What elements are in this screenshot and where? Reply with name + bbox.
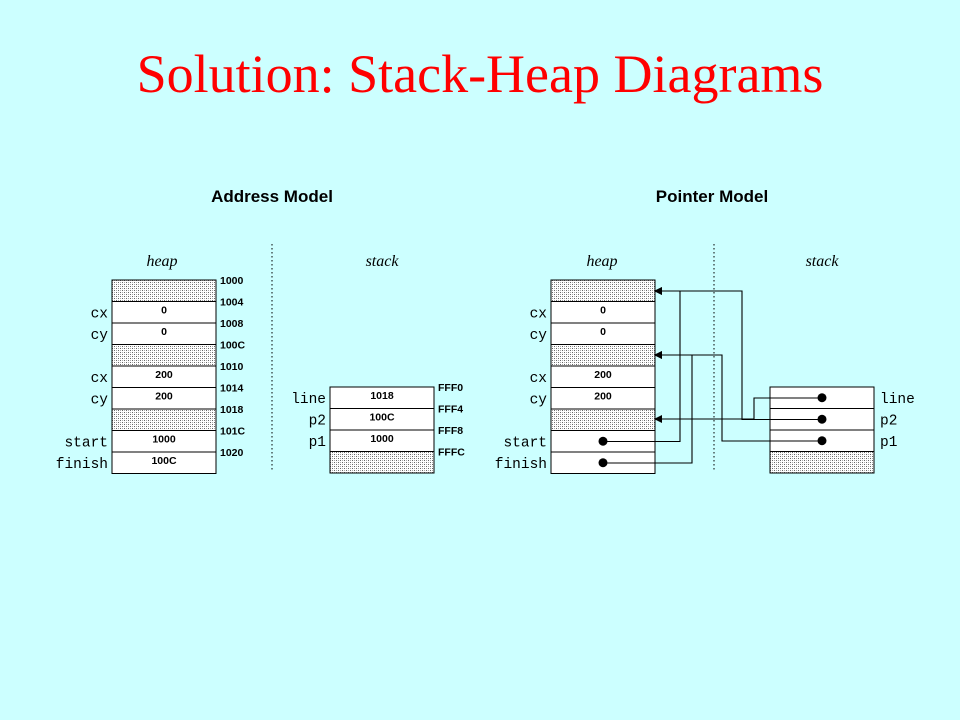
cell-value: 0 bbox=[600, 326, 606, 338]
cell-value: 200 bbox=[594, 390, 612, 402]
cell-value: 1000 bbox=[152, 433, 176, 445]
unused-cell bbox=[111, 344, 217, 367]
address-label: 101C bbox=[220, 426, 246, 438]
address-label: FFF4 bbox=[438, 404, 463, 416]
unused-cell bbox=[329, 451, 435, 474]
variable-name: p1 bbox=[880, 435, 897, 451]
address-label: FFFC bbox=[438, 447, 465, 459]
pointer-stack: line p2 p1 bbox=[769, 386, 915, 474]
variable-name: cx bbox=[530, 371, 548, 387]
address-label: 1018 bbox=[220, 404, 244, 416]
cell-value: 1000 bbox=[370, 433, 394, 445]
cell-value: 0 bbox=[161, 304, 167, 316]
pointer-arrow bbox=[654, 351, 822, 442]
unused-cell bbox=[550, 344, 656, 367]
pointer-model-heading: Pointer Model bbox=[656, 187, 768, 206]
pointer-heap-label: heap bbox=[586, 253, 617, 270]
variable-name: cx bbox=[91, 306, 109, 322]
address-label: 1014 bbox=[220, 383, 244, 395]
cell-value: 200 bbox=[155, 369, 173, 381]
variable-name: cy bbox=[91, 392, 109, 408]
address-model-heading: Address Model bbox=[211, 187, 333, 206]
pointer-heap: cx 0 cy 0 cx 200 cy 200 start finish bbox=[495, 279, 656, 474]
unused-cell bbox=[769, 451, 875, 474]
variable-name: p1 bbox=[309, 435, 326, 451]
address-stack-label: stack bbox=[366, 253, 400, 270]
unused-cell bbox=[111, 408, 217, 431]
address-label: 100C bbox=[220, 340, 246, 352]
pointer-stack-label: stack bbox=[806, 253, 840, 270]
variable-name: p2 bbox=[880, 413, 897, 429]
cell-value: 0 bbox=[600, 304, 606, 316]
variable-name: p2 bbox=[309, 413, 326, 429]
cell-value: 200 bbox=[594, 369, 612, 381]
unused-cell bbox=[550, 408, 656, 431]
memory-cell bbox=[111, 451, 217, 474]
address-label: 1008 bbox=[220, 318, 244, 330]
address-label: FFF0 bbox=[438, 382, 463, 394]
address-heap-label: heap bbox=[146, 253, 177, 270]
unused-cell bbox=[111, 279, 217, 302]
variable-name: cy bbox=[530, 328, 548, 344]
address-label: 1000 bbox=[220, 275, 244, 287]
address-label: 1004 bbox=[220, 297, 244, 309]
slide-title: Solution: Stack-Heap Diagrams bbox=[136, 44, 824, 104]
cell-value: 0 bbox=[161, 326, 167, 338]
pointer-arrow bbox=[654, 287, 822, 421]
variable-name: cx bbox=[91, 371, 109, 387]
variable-name: line bbox=[880, 392, 915, 408]
cell-value: 100C bbox=[151, 455, 177, 467]
address-label: FFF8 bbox=[438, 425, 463, 437]
variable-name: cy bbox=[91, 328, 109, 344]
cell-value: 1018 bbox=[370, 390, 394, 402]
variable-name: start bbox=[64, 435, 108, 451]
variable-name: start bbox=[503, 435, 547, 451]
pointer-arrows bbox=[604, 287, 822, 464]
pointer-arrow bbox=[654, 397, 822, 423]
variable-name: cx bbox=[530, 306, 548, 322]
variable-name: line bbox=[291, 392, 326, 408]
unused-cell bbox=[550, 279, 656, 302]
address-heap: 1000 cx 0 1004 cy 0 1008 100C cx 200 1010 cy 200 1014… bbox=[56, 275, 246, 474]
cell-value: 200 bbox=[155, 390, 173, 402]
cell-value: 100C bbox=[369, 411, 395, 423]
pointer-dot bbox=[598, 436, 608, 446]
pointer-dot bbox=[598, 458, 608, 468]
address-label: 1010 bbox=[220, 361, 244, 373]
variable-name: cy bbox=[530, 392, 548, 408]
address-label: 1020 bbox=[220, 447, 244, 459]
variable-name: finish bbox=[495, 457, 547, 473]
variable-name: finish bbox=[56, 457, 108, 473]
